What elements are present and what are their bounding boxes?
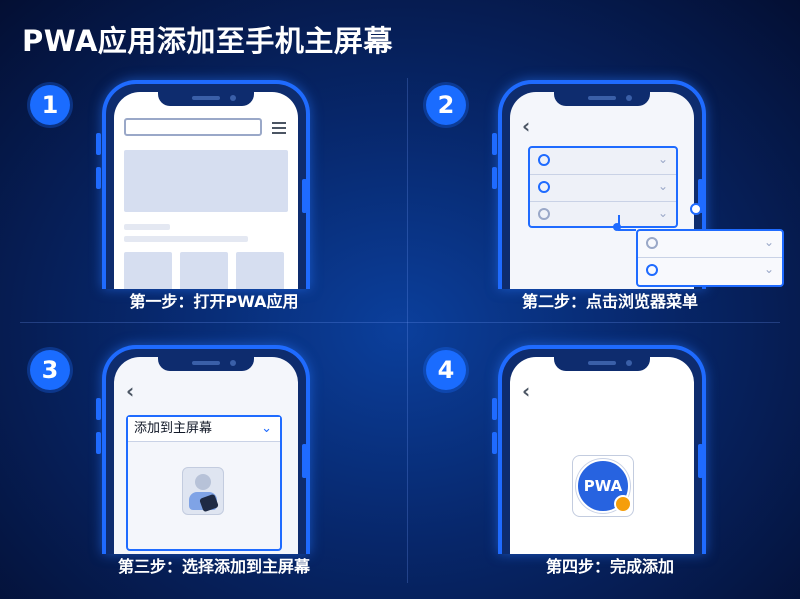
step-4-panel: 4 ‹ PWA 第四步：完成添加 <box>420 340 800 590</box>
phone-notch <box>554 92 650 106</box>
browser-submenu: ⌄ ⌄ <box>636 229 784 287</box>
phone-screen: ‹ 添加到主屏幕 ⌄ <box>114 357 298 554</box>
phone-mockup: ‹ ⌄ ⌄ ⌄ <box>498 80 706 289</box>
connector-dot <box>613 223 621 231</box>
menu-item[interactable]: ⌄ <box>638 231 782 258</box>
phone-side-button <box>492 133 497 155</box>
phone-mockup: ‹ 添加到主屏幕 ⌄ <box>102 345 310 554</box>
menu-item[interactable]: ⌄ <box>530 175 676 202</box>
content-tile <box>236 252 284 289</box>
text-line <box>124 236 248 242</box>
content-image-placeholder <box>124 150 288 212</box>
page-title: PWA应用添加至手机主屏幕 <box>22 24 393 58</box>
phone-screen <box>114 92 298 289</box>
dropdown-label: 添加到主屏幕 <box>134 421 213 436</box>
phone-mockup <box>102 80 310 289</box>
radio-icon <box>538 154 550 166</box>
phone-notch <box>158 357 254 371</box>
back-chevron-icon[interactable]: ‹ <box>522 114 531 138</box>
divider-vertical <box>407 78 408 583</box>
step-caption-1: 第一步：打开PWA应用 <box>129 292 299 311</box>
add-to-home-dropdown[interactable]: 添加到主屏幕 ⌄ <box>126 415 282 551</box>
phone-side-button <box>96 398 101 420</box>
status-dot-icon <box>614 495 632 513</box>
phone-side-button <box>302 444 307 478</box>
phone-mockup: ‹ PWA <box>498 345 706 554</box>
phone-side-button <box>96 167 101 189</box>
connector-line <box>618 229 636 231</box>
connector-dot <box>690 203 702 215</box>
chevron-down-icon: ⌄ <box>763 235 774 249</box>
menu-item[interactable]: ⌄ <box>530 202 676 228</box>
chevron-down-icon: ⌄ <box>657 152 668 166</box>
chevron-down-icon: ⌄ <box>763 262 774 276</box>
step-3-panel: 3 ‹ 添加到主屏幕 ⌄ 第三步：选择添加到主屏幕 <box>24 340 404 590</box>
app-thumbnail-icon <box>182 467 224 515</box>
phone-side-button <box>302 179 307 213</box>
chevron-down-icon: ⌄ <box>657 179 668 193</box>
menu-item[interactable]: ⌄ <box>530 148 676 175</box>
phone-notch <box>554 357 650 371</box>
pwa-badge: PWA <box>576 459 630 513</box>
address-bar[interactable] <box>124 118 262 136</box>
phone-side-button <box>698 179 703 213</box>
menu-item[interactable]: ⌄ <box>638 258 782 284</box>
step-number-1: 1 <box>30 85 70 125</box>
step-caption-3: 第三步：选择添加到主屏幕 <box>117 557 310 576</box>
dropdown-header[interactable]: 添加到主屏幕 ⌄ <box>128 417 280 442</box>
step-number-3: 3 <box>30 350 70 390</box>
phone-side-button <box>96 133 101 155</box>
content-tile <box>180 252 228 289</box>
phone-side-button <box>492 167 497 189</box>
step-2-panel: 2 ‹ ⌄ ⌄ ⌄ ⌄ ⌄ 第二步：点击浏览器菜单 <box>420 75 800 325</box>
back-chevron-icon[interactable]: ‹ <box>522 379 531 403</box>
chevron-down-icon: ⌄ <box>657 206 668 220</box>
divider-horizontal <box>20 322 780 323</box>
chevron-down-icon: ⌄ <box>261 421 272 436</box>
step-1-panel: 1 第一步：打开PWA应用 <box>24 75 404 325</box>
step-caption-2: 第二步：点击浏览器菜单 <box>521 292 698 311</box>
phone-side-button <box>492 398 497 420</box>
back-chevron-icon[interactable]: ‹ <box>126 379 135 403</box>
radio-icon <box>538 181 550 193</box>
phone-side-button <box>96 432 101 454</box>
phone-screen: ‹ PWA <box>510 357 694 554</box>
browser-menu: ⌄ ⌄ ⌄ <box>528 146 678 228</box>
text-line <box>124 224 170 230</box>
content-tile <box>124 252 172 289</box>
phone-side-button <box>698 444 703 478</box>
step-number-2: 2 <box>426 85 466 125</box>
phone-screen: ‹ ⌄ ⌄ ⌄ <box>510 92 694 289</box>
pwa-app-icon[interactable]: PWA <box>572 455 634 517</box>
radio-icon <box>646 264 658 276</box>
phone-side-button <box>492 432 497 454</box>
step-number-4: 4 <box>426 350 466 390</box>
radio-icon <box>538 208 550 220</box>
radio-icon <box>646 237 658 249</box>
menu-icon[interactable] <box>272 122 286 137</box>
step-caption-4: 第四步：完成添加 <box>545 557 674 576</box>
phone-notch <box>158 92 254 106</box>
